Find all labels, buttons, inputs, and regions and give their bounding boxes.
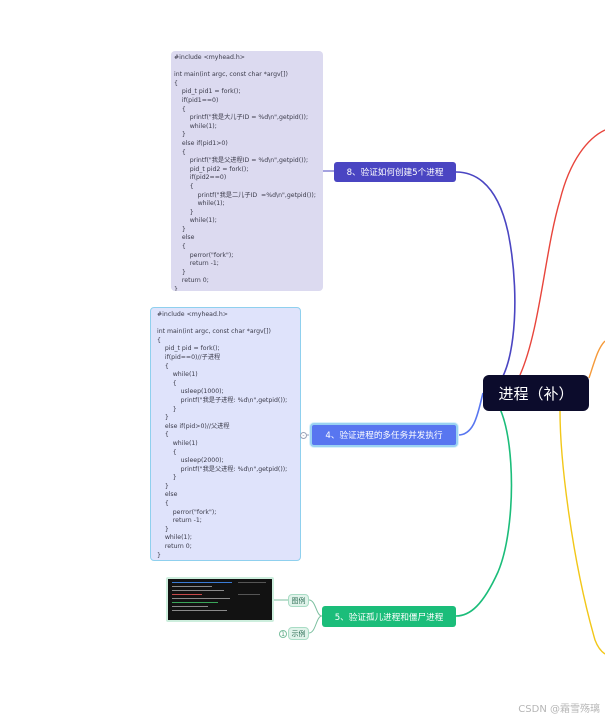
connector-tags-to-branch5 [308,599,323,634]
watermark: CSDN @霜雪殇璃 [518,704,600,715]
connector-root-to-branch4 [457,392,484,436]
collapse-toggle-icon[interactable]: - [300,432,307,439]
example-tag[interactable]: 示例 [288,627,309,640]
image-tag[interactable]: 图例 [288,594,309,607]
branch-multitask-concurrency[interactable]: 4、验证进程的多任务并发执行 [310,423,458,447]
root-topic[interactable]: 进程（补） [483,375,589,411]
connector-root-to-red-branch [519,129,605,376]
connector-root-to-orange-branch [588,340,605,379]
connector-root-to-branch5 [455,392,513,617]
code-snippet-multitask-concurrency: #include <myhead.h> int main(int argc, c… [150,307,301,561]
connector-root-to-branch8 [455,171,516,394]
terminal-screenshot-thumbnail[interactable] [166,577,274,622]
code-snippet-fork-5-processes: #include <myhead.h> int main(int argc, c… [171,51,323,291]
terminal-screenshot-image [168,579,272,620]
branch-create-5-processes[interactable]: 8、验证如何创建5个进程 [334,162,456,182]
branch-orphan-zombie-processes[interactable]: 5、验证孤儿进程和僵尸进程 [322,606,456,627]
connector-root-to-yellow-branch [559,410,605,655]
example-count-badge: 1 [279,630,287,638]
